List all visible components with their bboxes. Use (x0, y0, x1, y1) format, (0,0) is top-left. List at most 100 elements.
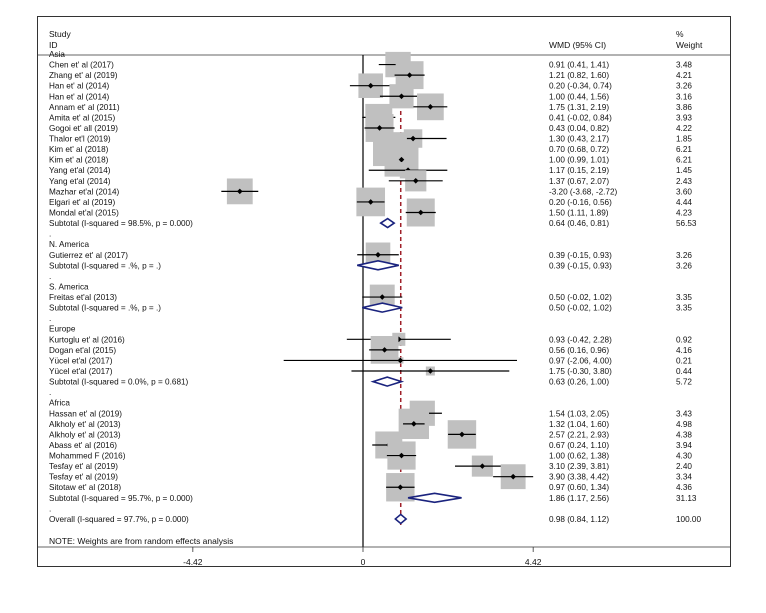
separator-dot: . (49, 272, 51, 281)
weight-value: 3.93 (676, 113, 692, 122)
group-label: N. America (49, 240, 89, 249)
effect-estimate: 0.67 (0.24, 1.10) (549, 441, 609, 450)
study-label: Han et' al (2014) (49, 82, 110, 91)
weight-value: 3.26 (676, 261, 692, 270)
point-estimate (427, 368, 434, 374)
weight-value: 3.26 (676, 251, 692, 260)
effect-estimate: 0.70 (0.68, 0.72) (549, 145, 609, 154)
weight-value: 6.21 (676, 156, 692, 165)
point-estimate (406, 72, 413, 78)
x-tick-label: 4.42 (525, 557, 542, 566)
study-label: Yücel et'al (2017) (49, 356, 113, 365)
study-label: Kim et' al (2018) (49, 156, 109, 165)
group-label: Asia (49, 50, 65, 59)
point-estimate (398, 452, 405, 459)
point-estimate (397, 484, 404, 491)
point-estimate (417, 209, 424, 216)
effect-estimate: 0.97 (-2.06, 4.00) (549, 356, 612, 365)
study-label: Alkholy et' al (2013) (49, 420, 121, 429)
study-label: Abass et' al (2016) (49, 441, 117, 450)
study-label: Amita et' al (2015) (49, 113, 115, 122)
forest-plot: Study ID WMD (95% CI) % Weight AsiaChen … (38, 29, 730, 567)
weight-value: 3.60 (676, 187, 692, 196)
separator-dot: . (49, 230, 51, 239)
weight-value: 100.00 (676, 515, 701, 524)
weight-value: 31.13 (676, 494, 697, 503)
effect-estimate: 1.21 (0.82, 1.60) (549, 71, 609, 80)
x-tick-label: -4.42 (183, 557, 203, 566)
weight-value: 4.22 (676, 124, 692, 133)
effect-estimate: 0.91 (0.41, 1.41) (549, 61, 609, 70)
study-label: Yang et'al (2014) (49, 166, 111, 175)
effect-estimate: 0.39 (-0.15, 0.93) (549, 261, 612, 270)
point-estimate (479, 463, 486, 469)
effect-estimate: 0.93 (-0.42, 2.28) (549, 335, 612, 344)
weight-value: 3.35 (676, 293, 692, 302)
effect-estimate: 1.75 (1.31, 2.19) (549, 103, 609, 112)
point-estimate (412, 178, 419, 184)
weight-value: 4.30 (676, 452, 692, 461)
study-label: Gutierrez et' al (2017) (49, 251, 128, 260)
point-estimate (398, 156, 405, 163)
effect-estimate: 1.54 (1.03, 2.05) (549, 409, 609, 418)
subtotal-label: Subtotal (I-squared = 98.5%, p = 0.000) (49, 219, 193, 228)
effect-estimate: 0.39 (-0.15, 0.93) (549, 251, 612, 260)
effect-estimate: 0.98 (0.84, 1.12) (549, 515, 609, 524)
point-estimate (510, 473, 516, 480)
subtotal-diamond (357, 260, 399, 271)
point-estimate (379, 294, 386, 300)
header-study: Study (49, 29, 71, 39)
point-estimate (367, 82, 374, 89)
subtotal-label: Subtotal (I-squared = .%, p = .) (49, 304, 161, 313)
effect-estimate: 1.37 (0.67, 2.07) (549, 177, 609, 186)
study-label: Mohammed F (2016) (49, 452, 126, 461)
weight-value: 3.35 (676, 304, 692, 313)
subtotal-diamond (379, 217, 396, 229)
study-label: Yang et'al (2014) (49, 177, 111, 186)
group-label: Africa (49, 399, 70, 408)
point-estimate (397, 357, 404, 364)
effect-estimate: 1.00 (0.44, 1.56) (549, 92, 609, 101)
subtotal-label: Subtotal (I-squared = 95.7%, p = 0.000) (49, 494, 193, 503)
weight-value: 4.98 (676, 420, 692, 429)
subtotal-diamond (362, 302, 403, 313)
effect-estimate: 3.90 (3.38, 4.42) (549, 473, 609, 482)
weight-value: 3.94 (676, 441, 692, 450)
study-label: Gogoi et' all (2019) (49, 124, 118, 133)
weight-value: 4.23 (676, 209, 692, 218)
weight-value: 1.45 (676, 166, 692, 175)
subtotal-label: Subtotal (I-squared = .%, p = .) (49, 261, 161, 270)
weight-value: 1.85 (676, 135, 692, 144)
study-label: Alkholy et' al (2013) (49, 430, 121, 439)
overall-diamond (394, 513, 408, 525)
effect-estimate: 0.64 (0.46, 0.81) (549, 219, 609, 228)
study-label: Mondal et'al (2015) (49, 209, 119, 218)
weight-value: 4.36 (676, 483, 692, 492)
effect-estimate: 1.30 (0.43, 2.17) (549, 135, 609, 144)
subtotal-diamond (370, 376, 405, 387)
point-estimate (367, 199, 374, 205)
weight-value: 2.40 (676, 462, 692, 471)
study-label: Chen et' al (2017) (49, 61, 114, 70)
weight-value: 3.48 (676, 61, 692, 70)
weight-value: 3.16 (676, 92, 692, 101)
weight-value: 4.21 (676, 71, 692, 80)
effect-estimate: -3.20 (-3.68, -2.72) (549, 187, 618, 196)
study-label: Mazhar et'al (2014) (49, 187, 120, 196)
study-label: Tesfay et' al (2019) (49, 462, 118, 471)
weight-value: 6.21 (676, 145, 692, 154)
effect-estimate: 0.50 (-0.02, 1.02) (549, 293, 612, 302)
effect-estimate: 0.41 (-0.02, 0.84) (549, 113, 612, 122)
effect-estimate: 0.63 (0.26, 1.00) (549, 378, 609, 387)
weight-value: 5.72 (676, 378, 692, 387)
weight-value: 0.92 (676, 335, 692, 344)
weight-value: 4.38 (676, 430, 692, 439)
effect-estimate: 0.43 (0.04, 0.82) (549, 124, 609, 133)
point-estimate (381, 347, 388, 353)
effect-estimate: 1.50 (1.11, 1.89) (549, 209, 609, 218)
weight-value: 3.34 (676, 473, 692, 482)
x-tick-label: 0 (361, 557, 366, 566)
effect-estimate: 0.20 (-0.34, 0.74) (549, 82, 612, 91)
effect-estimate: 3.10 (2.39, 3.81) (549, 462, 609, 471)
